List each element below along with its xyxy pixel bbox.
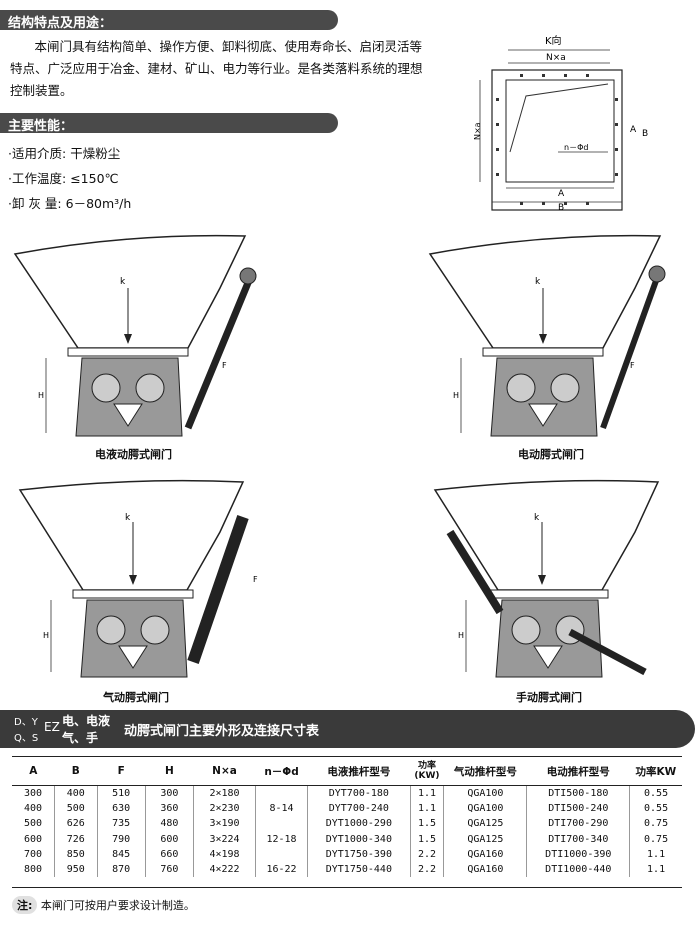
section-title: 主要性能： bbox=[8, 119, 74, 134]
h-label: H bbox=[43, 631, 49, 640]
k-label: k bbox=[120, 277, 126, 287]
type-top: 电、电液 bbox=[62, 714, 111, 728]
section-header-structure: 结构特点及用途： bbox=[0, 10, 338, 31]
h-label: H bbox=[453, 391, 459, 400]
table-header-bar: D、Y Q、S EZ 电、电液 气、手 动腭式闸门主要外形及连接尺寸表 bbox=[0, 710, 695, 748]
k-label: k bbox=[125, 513, 131, 523]
k-view-b-label: B bbox=[558, 203, 564, 213]
h-label: H bbox=[458, 631, 464, 640]
col-nxa: N×a bbox=[193, 757, 256, 786]
description-line-1: 本闸门具有结构简单、操作方便、卸料彻底、使用寿命长、启闭灵活等 bbox=[22, 39, 423, 54]
col-hydraulic-model: 电液推杆型号 bbox=[307, 757, 411, 786]
note: 注: 本闸门可按用户要求设计制造。 bbox=[12, 896, 195, 914]
k-label: k bbox=[534, 513, 540, 523]
k-view-side-dim: N×a bbox=[473, 122, 482, 140]
description-line-3: 控制装置。 bbox=[10, 83, 73, 98]
table-title: 动腭式闸门主要外形及连接尺寸表 bbox=[124, 724, 320, 739]
col-f: F bbox=[97, 757, 146, 786]
type-bottom: 气、手 bbox=[62, 731, 99, 745]
bullet: · bbox=[8, 196, 12, 211]
spec-medium: ·适用介质: 干燥粉尘 bbox=[8, 143, 120, 165]
diagram-caption-manual: 手动腭式闸门 bbox=[516, 691, 582, 704]
pneumatic-gate-drawing: k H F bbox=[18, 479, 258, 678]
k-view-a-label: A bbox=[558, 189, 565, 199]
diagram-caption-pneumatic: 气动腭式闸门 bbox=[103, 691, 169, 704]
prefix-top: D、Y bbox=[14, 717, 38, 728]
description-line-2: 特点、广泛应用于冶金、建材、矿山、电力等行业。是各类落料系统的理想 bbox=[10, 61, 423, 76]
diagram-caption-electric: 电动腭式闸门 bbox=[518, 448, 584, 461]
k-view-title: K向 bbox=[545, 34, 562, 47]
prefix-bottom: Q、S bbox=[14, 733, 39, 744]
col-a: A bbox=[12, 757, 55, 786]
col-h: H bbox=[145, 757, 194, 786]
k-view-hole: n－Φd bbox=[564, 143, 588, 152]
spec-value: 6－80m³/h bbox=[65, 196, 132, 211]
spec-discharge: ·卸 灰 量: 6－80m³/h bbox=[8, 193, 131, 215]
spec-value: ≤150℃ bbox=[70, 171, 119, 186]
k-label: k bbox=[535, 277, 541, 287]
col-pneumatic-model: 气动推杆型号 bbox=[443, 757, 527, 786]
section-title: 结构特点及用途： bbox=[8, 16, 113, 31]
spec-label: 卸 灰 量: bbox=[11, 196, 62, 211]
dimension-table: A B F H N×a n－Φd 电液推杆型号 功率(KW) 气动推杆型号 电动… bbox=[12, 757, 682, 878]
col-electric-model: 电动推杆型号 bbox=[526, 757, 630, 786]
bullet: · bbox=[8, 171, 12, 186]
note-label: 注: bbox=[12, 896, 38, 914]
note-text: 本闸门可按用户要求设计制造。 bbox=[40, 899, 195, 912]
col-b: B bbox=[54, 757, 98, 786]
spec-label: 工作温度: bbox=[11, 171, 67, 186]
spec-temperature: ·工作温度: ≤150℃ bbox=[8, 168, 119, 190]
k-view-b-side: B bbox=[642, 129, 648, 139]
k-view-top-dim: N×a bbox=[546, 53, 566, 63]
f-label: F bbox=[630, 361, 635, 370]
dimension-table-frame: A B F H N×a n－Φd 电液推杆型号 功率(KW) 气动推杆型号 电动… bbox=[12, 756, 682, 888]
bullet: · bbox=[8, 146, 12, 161]
col-nd: n－Φd bbox=[255, 757, 308, 786]
electric-gate-drawing: k H F bbox=[428, 234, 666, 437]
electro-hydraulic-gate-drawing: k H F bbox=[13, 234, 257, 437]
col-power-1: 功率(KW) bbox=[410, 757, 444, 786]
manual-gate-drawing: k H bbox=[433, 479, 660, 678]
ez-label: EZ bbox=[44, 720, 60, 734]
f-label: F bbox=[222, 361, 227, 370]
col-power-2: 功率KW bbox=[629, 757, 682, 786]
section-header-performance: 主要性能： bbox=[0, 113, 338, 134]
k-view-drawing: K向 N×a n－Φd A B N×a A B bbox=[473, 34, 648, 213]
table-header-row: A B F H N×a n－Φd 电液推杆型号 功率(KW) 气动推杆型号 电动… bbox=[12, 757, 682, 786]
k-view-a-side: A bbox=[630, 125, 637, 135]
spec-value: 干燥粉尘 bbox=[70, 146, 121, 161]
diagram-caption-electro-hydraulic: 电液动腭式闸门 bbox=[95, 448, 172, 461]
h-label: H bbox=[38, 391, 44, 400]
f-label: F bbox=[253, 575, 258, 584]
spec-label: 适用介质: bbox=[11, 146, 67, 161]
